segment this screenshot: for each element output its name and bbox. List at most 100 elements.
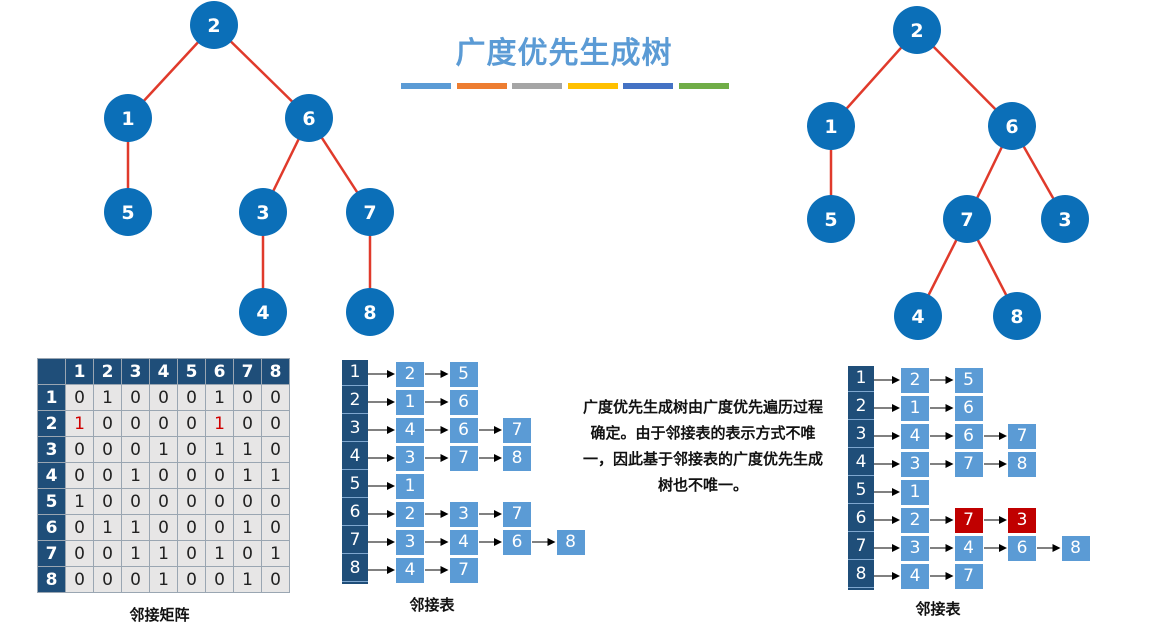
accent-bar-5 <box>623 83 673 89</box>
tree-left-node-3: 3 <box>239 188 287 236</box>
matrix-row-header: 3 <box>37 436 66 463</box>
description-text: 广度优先生成树由广度优先遍历过程确定。由于邻接表的表示方式不唯一，因此基于邻接表… <box>583 398 824 494</box>
matrix-cell: 1 <box>149 436 178 463</box>
matrix-cell: 0 <box>177 436 206 463</box>
adj-list-head-5: 5 <box>848 478 874 504</box>
svg-text:2: 2 <box>207 15 220 37</box>
matrix-cell: 1 <box>205 436 234 463</box>
tree-right-node-7: 7 <box>943 195 991 243</box>
adj-list-right-caption: 邻接表 <box>915 600 961 618</box>
matrix-cell: 0 <box>261 566 290 593</box>
adj-list-node: 2 <box>900 367 930 394</box>
adj-list-head-column <box>342 360 368 584</box>
adj-list-node: 7 <box>1007 423 1037 450</box>
adj-list-head-2: 2 <box>342 388 368 414</box>
tree-left-node-4: 4 <box>239 288 287 336</box>
matrix-cell: 0 <box>121 566 150 593</box>
svg-text:8: 8 <box>363 302 376 324</box>
matrix-cell: 0 <box>177 514 206 541</box>
tree-right-node-6: 6 <box>988 102 1036 150</box>
matrix-cell: 0 <box>177 410 206 437</box>
tree-right-node-1: 1 <box>807 102 855 150</box>
adj-list-head-8: 8 <box>342 556 368 582</box>
adj-list-head-4: 4 <box>848 450 874 476</box>
matrix-cell: 1 <box>205 410 234 437</box>
matrix-cell: 0 <box>149 514 178 541</box>
svg-text:7: 7 <box>960 209 973 231</box>
adj-list-node: 7 <box>448 445 479 472</box>
adj-list-node: 6 <box>502 529 532 556</box>
tree-left-node-2: 2 <box>190 1 238 49</box>
svg-text:5: 5 <box>121 202 134 224</box>
matrix-col-header: 2 <box>93 358 122 385</box>
svg-text:3: 3 <box>1058 209 1071 231</box>
matrix-cell: 0 <box>205 514 234 541</box>
adj-list-head-3: 3 <box>848 422 874 448</box>
matrix-row-header: 6 <box>37 514 66 541</box>
matrix-cell: 0 <box>177 566 206 593</box>
matrix-cell: 1 <box>233 566 262 593</box>
adj-list-node: 8 <box>502 445 532 472</box>
adj-list-node: 4 <box>448 529 479 556</box>
adj-list-node: 4 <box>395 417 425 444</box>
matrix-cell: 0 <box>261 384 290 411</box>
matrix-cell: 0 <box>121 436 150 463</box>
matrix-row-header: 7 <box>37 540 66 567</box>
svg-text:1: 1 <box>121 108 134 130</box>
tree-right-node-4: 4 <box>894 292 942 340</box>
adj-list-node: 2 <box>395 501 425 528</box>
matrix-cell: 0 <box>177 540 206 567</box>
adj-list-node: 6 <box>448 389 479 416</box>
adj-list-node: 8 <box>555 529 586 556</box>
svg-text:4: 4 <box>256 302 269 324</box>
matrix-cell: 1 <box>121 540 150 567</box>
adj-list-head-5: 5 <box>342 472 368 498</box>
adj-list-head-3: 3 <box>342 416 368 442</box>
adj-list-node: 6 <box>448 417 479 444</box>
adj-list-node: 7 <box>448 557 479 584</box>
adj-list-node: 3 <box>395 529 425 556</box>
matrix-cell: 0 <box>205 488 234 515</box>
tree-left-node-5: 5 <box>104 188 152 236</box>
adj-list-head-7: 7 <box>848 534 874 560</box>
matrix-col-header: 8 <box>261 358 290 385</box>
matrix-cell: 1 <box>205 384 234 411</box>
matrix-cell: 0 <box>93 540 122 567</box>
accent-bar-2 <box>456 83 507 89</box>
matrix-cell: 0 <box>93 566 122 593</box>
adj-list-node: 1 <box>900 395 930 422</box>
adj-list-left-caption: 邻接表 <box>409 596 455 614</box>
adj-list-node: 1 <box>395 389 425 416</box>
adj-list-node: 3 <box>448 501 479 528</box>
matrix-cell: 0 <box>205 462 234 489</box>
adj-list-node: 1 <box>900 479 930 506</box>
svg-text:4: 4 <box>911 306 924 328</box>
adj-list-node: 8 <box>1060 535 1091 562</box>
adj-list-node: 8 <box>1007 451 1037 478</box>
adj-list-head-4: 4 <box>342 444 368 470</box>
matrix-row-header: 5 <box>37 488 66 515</box>
matrix-cell: 0 <box>93 462 122 489</box>
tree-left-node-7: 7 <box>346 188 394 236</box>
matrix-col-header: 1 <box>65 358 94 385</box>
tree-left-node-8: 8 <box>346 288 394 336</box>
matrix-cell: 0 <box>261 436 290 463</box>
matrix-cell: 0 <box>205 566 234 593</box>
matrix-cell: 0 <box>93 410 122 437</box>
matrix-cell: 0 <box>121 410 150 437</box>
matrix-cell: 0 <box>149 488 178 515</box>
matrix-cell: 1 <box>233 436 262 463</box>
adj-list-node: 7 <box>502 417 532 444</box>
tree-right-node-5: 5 <box>807 195 855 243</box>
matrix-cell: 0 <box>149 462 178 489</box>
adj-list-node: 4 <box>900 423 930 450</box>
matrix-cell: 1 <box>261 462 290 489</box>
adj-list-node: 7 <box>953 563 984 590</box>
